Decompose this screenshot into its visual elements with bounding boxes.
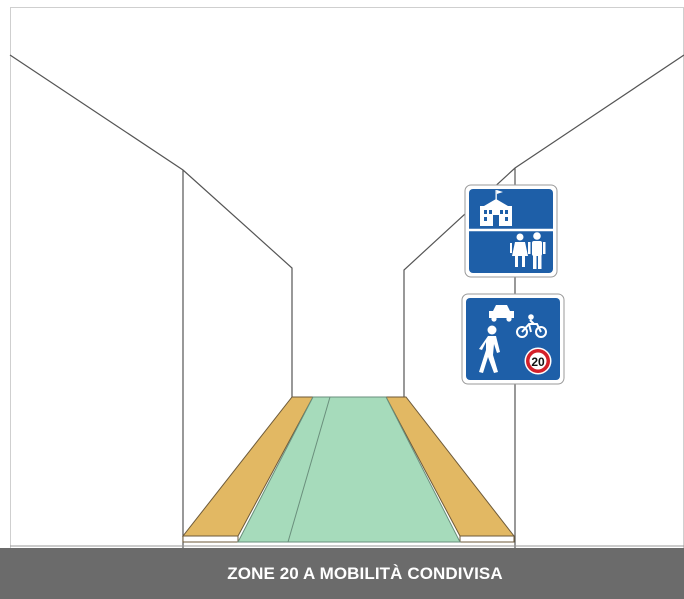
car-icon <box>489 305 514 322</box>
shared-zone-sign: 20 <box>461 293 565 385</box>
left-building-edges <box>9 54 293 548</box>
right-sidewalk-curb <box>459 535 515 543</box>
speed-limit-value: 20 <box>531 355 545 369</box>
adult-child-pedestrian-icon <box>510 232 546 269</box>
speed-limit-icon: 20 <box>524 347 552 375</box>
pedestrian-icon <box>479 325 500 373</box>
school-zone-sign <box>464 184 558 278</box>
caption-bar: ZONE 20 A MOBILITÀ CONDIVISA <box>0 548 684 599</box>
lane-divider <box>287 396 331 543</box>
bicycle-icon <box>516 314 547 338</box>
school-building-icon <box>480 190 512 226</box>
left-sidewalk-curb <box>182 535 239 543</box>
shared-lane <box>237 396 461 543</box>
caption-text: ZONE 20 A MOBILITÀ CONDIVISA <box>227 563 503 583</box>
